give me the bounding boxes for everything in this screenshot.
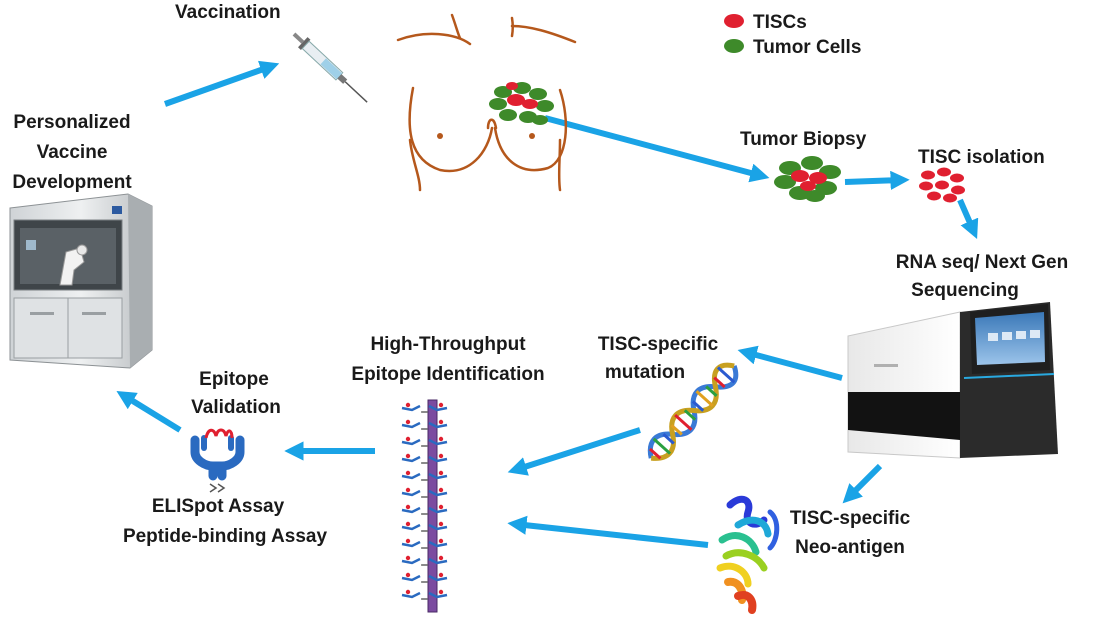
flow-arrows — [116, 60, 979, 548]
epitope-glyph — [401, 402, 428, 413]
epitope-glyph — [401, 538, 428, 549]
epitope-validation-label-line1: Epitope — [199, 369, 269, 390]
epitope-glyph — [421, 572, 448, 583]
epitope-glyph — [421, 470, 448, 481]
legend-tumor-swatch — [724, 39, 744, 53]
personalized-label-line1: Personalized — [13, 112, 130, 133]
antibody-icon — [190, 428, 245, 493]
tisc-mutation-label-line2: mutation — [605, 362, 685, 383]
epitope-glyph — [401, 572, 428, 583]
epitope-glyph — [401, 487, 428, 498]
personalized-label-line3: Development — [12, 172, 132, 193]
right-side — [557, 138, 562, 192]
arrow-neoantigen-to-epitope — [507, 515, 709, 548]
arrow-to-vaccination — [163, 60, 280, 107]
arrow-mutation-to-epitope — [507, 427, 641, 476]
epitope-glyph — [401, 436, 428, 447]
epitope-glyph — [421, 487, 448, 498]
epitope-glyph — [421, 538, 448, 549]
epitope-glyph — [401, 589, 428, 600]
right-neck — [510, 16, 514, 38]
htei-label-line1: High-Throughput — [370, 334, 526, 355]
rna-seq-label-line1: RNA seq/ Next Gen — [896, 252, 1068, 273]
epitope-glyph — [421, 504, 448, 515]
epitope-glyph — [401, 555, 428, 566]
epitope-glyph — [421, 402, 448, 413]
epitope-glyph — [401, 504, 428, 515]
epitope-glyph — [421, 453, 448, 464]
left-nipple — [437, 133, 443, 139]
left-side — [408, 138, 422, 192]
epitope-column-icon — [401, 399, 448, 613]
epitope-glyph — [421, 436, 448, 447]
sequencer-icon — [847, 302, 1058, 459]
dna-helix-icon — [647, 362, 739, 461]
epitope-glyph — [401, 470, 428, 481]
arrow-to-isolation — [844, 170, 910, 190]
peptide-binding-label: Peptide-binding Assay — [123, 526, 328, 547]
tisc-mutation-label-line1: TISC-specific — [598, 334, 719, 355]
epitope-validation-label-line2: Validation — [191, 397, 281, 418]
left-breast — [408, 86, 494, 173]
legend: TISCs Tumor Cells — [724, 12, 861, 58]
arrow-to-biopsy — [544, 115, 770, 183]
tisc-neo-label-line2: Neo-antigen — [795, 537, 905, 558]
rna-seq-label-line2: Sequencing — [911, 280, 1019, 301]
arrow-to-sequencing — [957, 198, 979, 240]
vaccine-machine-icon — [9, 193, 153, 369]
legend-tumor-cells-label: Tumor Cells — [753, 37, 861, 58]
tumor-biopsy-label: Tumor Biopsy — [740, 129, 867, 150]
elispot-label: ELISpot Assay — [152, 496, 285, 517]
epitope-column-items — [401, 402, 448, 600]
tumor-cluster-in-body — [489, 82, 554, 125]
tumor-biopsy-cluster — [774, 156, 841, 202]
isolated-tisc-cells — [919, 167, 965, 203]
tisc-neo-label-line1: TISC-specific — [790, 508, 911, 529]
arrow-to-neoantigen — [842, 463, 883, 504]
epitope-glyph — [421, 589, 448, 600]
arrow-to-mutation — [737, 345, 843, 381]
right-breast — [493, 88, 568, 172]
right-shoulder — [510, 24, 577, 44]
right-nipple — [529, 133, 535, 139]
syringe-icon — [292, 32, 368, 103]
epitope-bar — [427, 399, 438, 613]
epitope-glyph — [401, 453, 428, 464]
legend-tiscs-label: TISCs — [753, 12, 807, 33]
torso-illustration — [396, 13, 577, 192]
chest-center — [486, 118, 498, 130]
left-shoulder — [396, 32, 472, 46]
epitope-glyph — [421, 555, 448, 566]
epitope-glyph — [421, 419, 448, 430]
arrow-to-development — [116, 390, 182, 433]
protein-ribbon-icon — [716, 495, 780, 614]
tisc-isolation-label: TISC isolation — [918, 147, 1045, 168]
epitope-glyph — [421, 521, 448, 532]
legend-tisc-swatch — [724, 14, 744, 28]
vaccination-label: Vaccination — [175, 2, 281, 23]
personalized-label-line2: Vaccine — [37, 142, 108, 163]
htei-label-line2: Epitope Identification — [351, 364, 544, 385]
epitope-glyph — [401, 419, 428, 430]
left-neck — [450, 13, 462, 40]
epitope-glyph — [401, 521, 428, 532]
